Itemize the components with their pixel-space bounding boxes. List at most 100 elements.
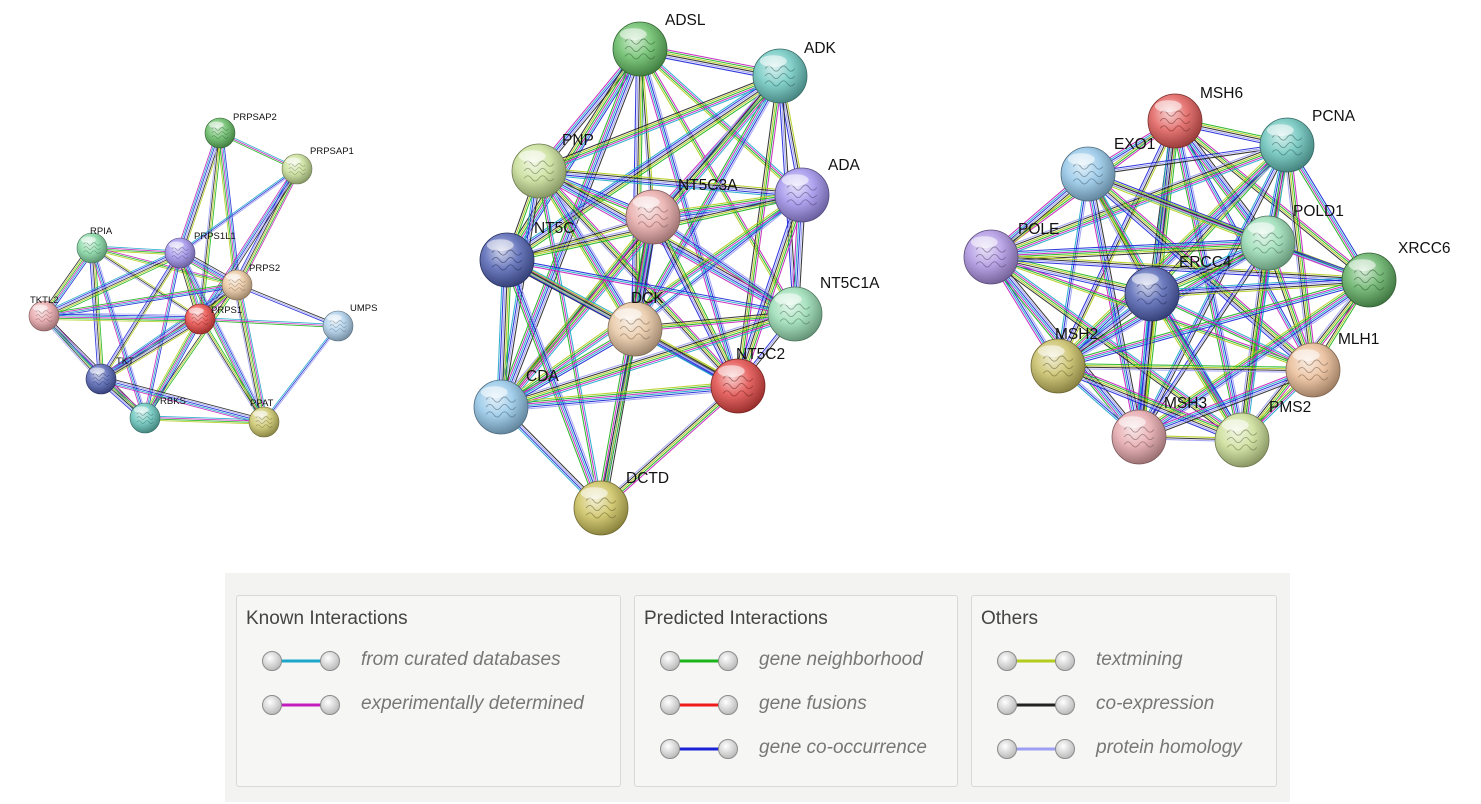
node-label: MLH1 [1338,331,1379,348]
node-highlight [1154,100,1182,113]
node-pold1[interactable]: POLD1 [1240,203,1344,271]
edge-line [539,168,803,194]
node-pnp[interactable]: PNP [511,132,594,199]
edge-line [500,382,738,406]
edge-line [537,72,779,169]
edge-line [1058,363,1244,439]
node-label: PNP [562,132,594,149]
edge-line [178,132,220,253]
edge-line [1151,279,1370,295]
node-nt5c1a[interactable]: NT5C1A [767,275,880,342]
edge-line [1139,371,1314,440]
node-tktl2[interactable]: TKTL2 [28,295,60,332]
edges [496,44,807,511]
edge-line [509,258,605,507]
edge-line [238,284,267,422]
node-nt5c3a[interactable]: NT5C3A [625,177,738,245]
node-label: PRPSAP1 [310,146,354,157]
legend-group-known-interactions: Known Interactions from curated database… [236,595,621,787]
node-prps2[interactable]: PRPS2 [221,263,280,301]
edge-line [237,283,339,326]
node-cda[interactable]: CDA [473,368,559,435]
edge-line [1057,362,1314,369]
edge-line [144,318,201,419]
edge-line [507,76,781,262]
edge-line [499,309,794,404]
node-xrcc6[interactable]: XRCC6 [1341,240,1451,308]
node-rbks[interactable]: RBKS [129,396,186,434]
node-label: PMS2 [1269,399,1311,416]
edge-line [501,315,796,410]
node-pcna[interactable]: PCNA [1259,108,1356,173]
node-pole[interactable]: POLE [963,221,1059,285]
edge-line [199,168,298,320]
node-adk[interactable]: ADK [752,40,837,104]
node-icon [997,695,1017,715]
edge-line [499,48,640,407]
node-label: POLD1 [1293,203,1344,220]
node-msh2[interactable]: MSH2 [1030,326,1098,394]
edge-line [507,257,796,313]
edge-line [990,243,1269,259]
edge-line [500,384,738,407]
edge-line [233,285,262,423]
edge-line [1088,146,1288,177]
edge-line [501,389,739,412]
edge-line [600,328,636,509]
edge-line [639,48,654,218]
edge-line [599,384,738,508]
node-dctd[interactable]: DCTD [573,470,669,536]
node-dck[interactable]: DCK [607,290,664,357]
node-prpsap1[interactable]: PRPSAP1 [281,146,354,185]
edge-line [499,192,801,406]
edge-line [238,169,300,287]
node-msh6[interactable]: MSH6 [1147,85,1243,149]
edge-line [989,257,1242,442]
node-label: MSH6 [1200,85,1243,102]
edge-line [1056,367,1242,443]
edge-line [43,252,180,316]
node-label: ADK [804,40,837,57]
edge-symbol-icon [660,651,738,671]
node-ercc4[interactable]: ERCC4 [1124,254,1232,322]
node-mlh1[interactable]: MLH1 [1285,331,1379,398]
edge-line [596,216,650,508]
edge-line [43,317,201,322]
node-ppat[interactable]: PPAT [248,398,280,438]
edge-line [1138,367,1313,436]
node-umps[interactable]: UMPS [322,303,377,342]
node-adsl[interactable]: ADSL [612,12,706,77]
edge-line [1055,119,1174,366]
node-prps1l1[interactable]: PRPS1L1 [164,231,236,269]
node-tkt[interactable]: TKT [85,356,134,395]
edge-line [1059,174,1091,367]
node-rpia[interactable]: RPIA [76,226,113,264]
edge-line [1057,366,1242,442]
node-nt5c[interactable]: NT5C [479,220,574,288]
node-prps1[interactable]: PRPS1 [184,303,242,335]
edge-line [506,261,795,317]
edge-line [264,326,340,424]
edge-line [536,171,600,509]
edge-line [733,193,799,385]
node-ada[interactable]: ADA [774,157,861,223]
edge-line [198,132,220,319]
node-exo1[interactable]: EXO1 [1060,136,1155,202]
edge-line [502,171,543,408]
edge-line [1151,276,1369,292]
node-prpsap2[interactable]: PRPSAP2 [204,112,277,149]
node-highlight [781,174,809,187]
node-label: PPAT [250,398,274,409]
edge-line [100,379,264,424]
edge-line [44,254,182,319]
edge-line [637,77,784,331]
node-msh3[interactable]: MSH3 [1111,395,1207,465]
node-label: DCTD [626,470,669,487]
legend-item-label: experimentally determined [361,693,584,714]
node-label: TKTL2 [30,295,59,306]
node-highlight [1221,419,1249,432]
node-pms2[interactable]: PMS2 [1214,399,1311,468]
edge-line [1245,243,1273,441]
edge-line [1151,293,1314,371]
node-nt5c2[interactable]: NT5C2 [710,346,785,414]
